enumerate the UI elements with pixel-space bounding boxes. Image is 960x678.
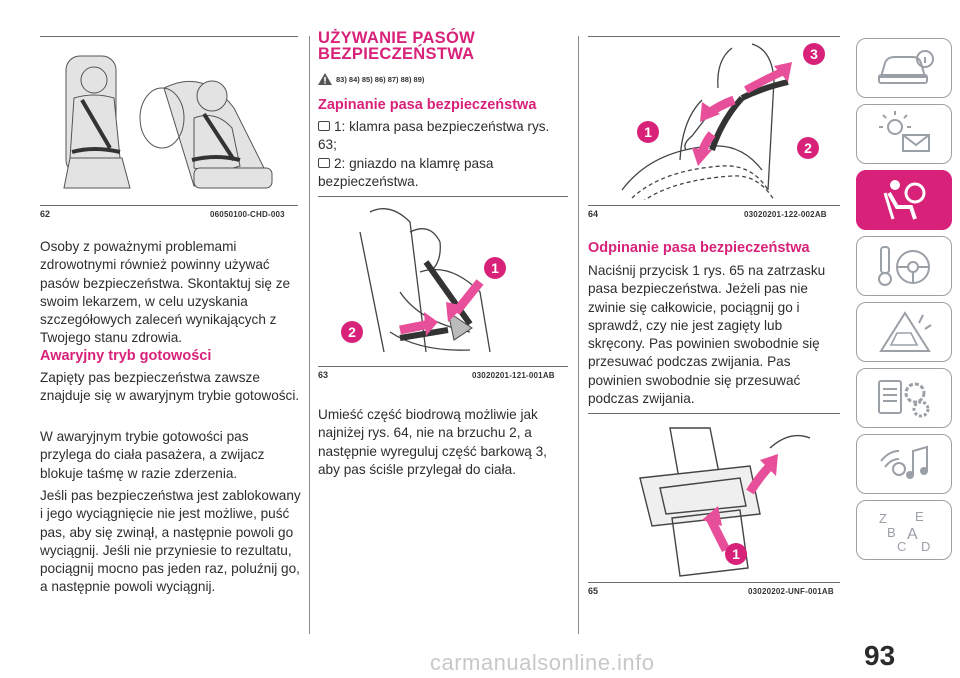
figure-64-belt-position: 3 1 2 [621,43,825,200]
tab-multimedia[interactable] [856,434,952,494]
tab-vehicle-info[interactable] [856,38,952,98]
figure-bottom-rule [318,366,568,367]
page-number: 93 [864,640,896,671]
figure-63-number: 63 [318,370,329,380]
figure-62-code: 06050100-CHD-003 [210,210,285,219]
figure-bottom-rule [40,205,298,206]
figure-top-rule [588,36,840,37]
seat-airbag-icon [883,180,926,220]
paragraph-emergency-ready: Zapięty pas bezpieczeństwa zawsze znajdu… [40,370,300,404]
tab-starting-driving[interactable] [856,236,952,296]
section-title-line-2: BEZPIECZEŃSTWA [318,45,475,63]
index-letter-z: Z [879,511,887,526]
index-letter-b: B [887,525,896,540]
figure-63-buckle-insert: 1 2 [341,208,506,353]
list-item-buckle: 1: klamra pasa bezpieczeństwa rys. 63; [318,118,568,155]
car-info-icon [878,50,934,84]
tab-index[interactable]: Z E B A C D [856,500,952,560]
figure-top-rule [588,413,840,414]
figure-65-callout-1: 1 [732,546,740,562]
figure-63-callout-1: 1 [491,260,499,276]
service-gear-icon [878,380,930,418]
figure-top-rule [318,196,568,197]
warning-triangle-icon [318,72,332,85]
index-letter-e: E [915,509,924,524]
paragraph-blocked-belt: Jeśli pas bezpieczeństwa jest zablokowan… [40,488,301,595]
tab-maintenance[interactable] [856,368,952,428]
emergency-triangle-icon [879,311,932,352]
warning-lights-icon [879,111,930,152]
figure-bottom-rule [588,205,840,206]
tab-emergency[interactable] [856,302,952,362]
paragraph-health: Osoby z poważnymi problemami zdrowotnymi… [40,239,291,346]
figure-64-callout-1: 1 [644,124,652,140]
section-title-line-1: UŻYWANIE PASÓW [318,29,475,47]
figure-64-number: 64 [588,209,599,219]
index-letter-c: C [897,539,906,553]
paragraph-retractor-lock: W awaryjnym trybie gotowości pas przyleg… [40,429,265,481]
bullet-box-icon [318,158,330,168]
column-divider-2 [578,36,579,634]
paragraph-lap-position: Umieść część biodrową możliwie jak najni… [318,407,547,477]
multimedia-icon [880,445,928,479]
tab-warning-lights[interactable] [856,104,952,164]
column-divider-1 [309,36,310,634]
figure-62-pregnant-seatbelt [63,55,273,189]
figure-bottom-rule [588,582,840,583]
bullet-box-icon [318,121,330,131]
paragraph-release-button: Naciśnij przycisk 1 rys. 65 na zatrzasku… [588,263,826,407]
figure-65-number: 65 [588,586,599,596]
list-item-socket: 2: gniazdo na klamrę pasa bezpieczeństwa… [318,155,568,192]
list-item-buckle-text: 1: klamra pasa bezpieczeństwa rys. 63; [318,119,550,153]
figure-top-rule [40,36,298,37]
index-letter-a: A [907,526,918,543]
warning-references: 83) 84) 85) 86) 87) 88) 89) [336,75,425,84]
list-item-socket-text: 2: gniazdo na klamrę pasa bezpieczeństwa… [318,156,494,190]
heading-emergency-mode: Awaryjny tryb gotowości [40,348,212,364]
figure-65-release-buckle: 1 [639,427,811,577]
heading-fastening: Zapinanie pasa bezpieczeństwa [318,97,537,113]
figure-64-callout-3: 3 [810,46,818,62]
key-steering-icon [878,246,930,286]
figure-62-number: 62 [40,209,51,219]
watermark: carmanualsonline.info [430,650,655,675]
figure-65-code: 03020202-UNF-001AB [748,587,834,596]
index-letter-d: D [921,539,930,553]
heading-unfastening: Odpinanie pasa bezpieczeństwa [588,240,810,256]
figure-63-code: 03020201-121-001AB [472,371,555,380]
figure-63-callout-2: 2 [348,324,356,340]
tab-safety[interactable] [856,170,952,230]
figure-64-callout-2: 2 [804,140,812,156]
figure-64-code: 03020201-122-002AB [744,210,827,219]
alphabetical-index-icon: Z E B A C D [879,509,930,553]
